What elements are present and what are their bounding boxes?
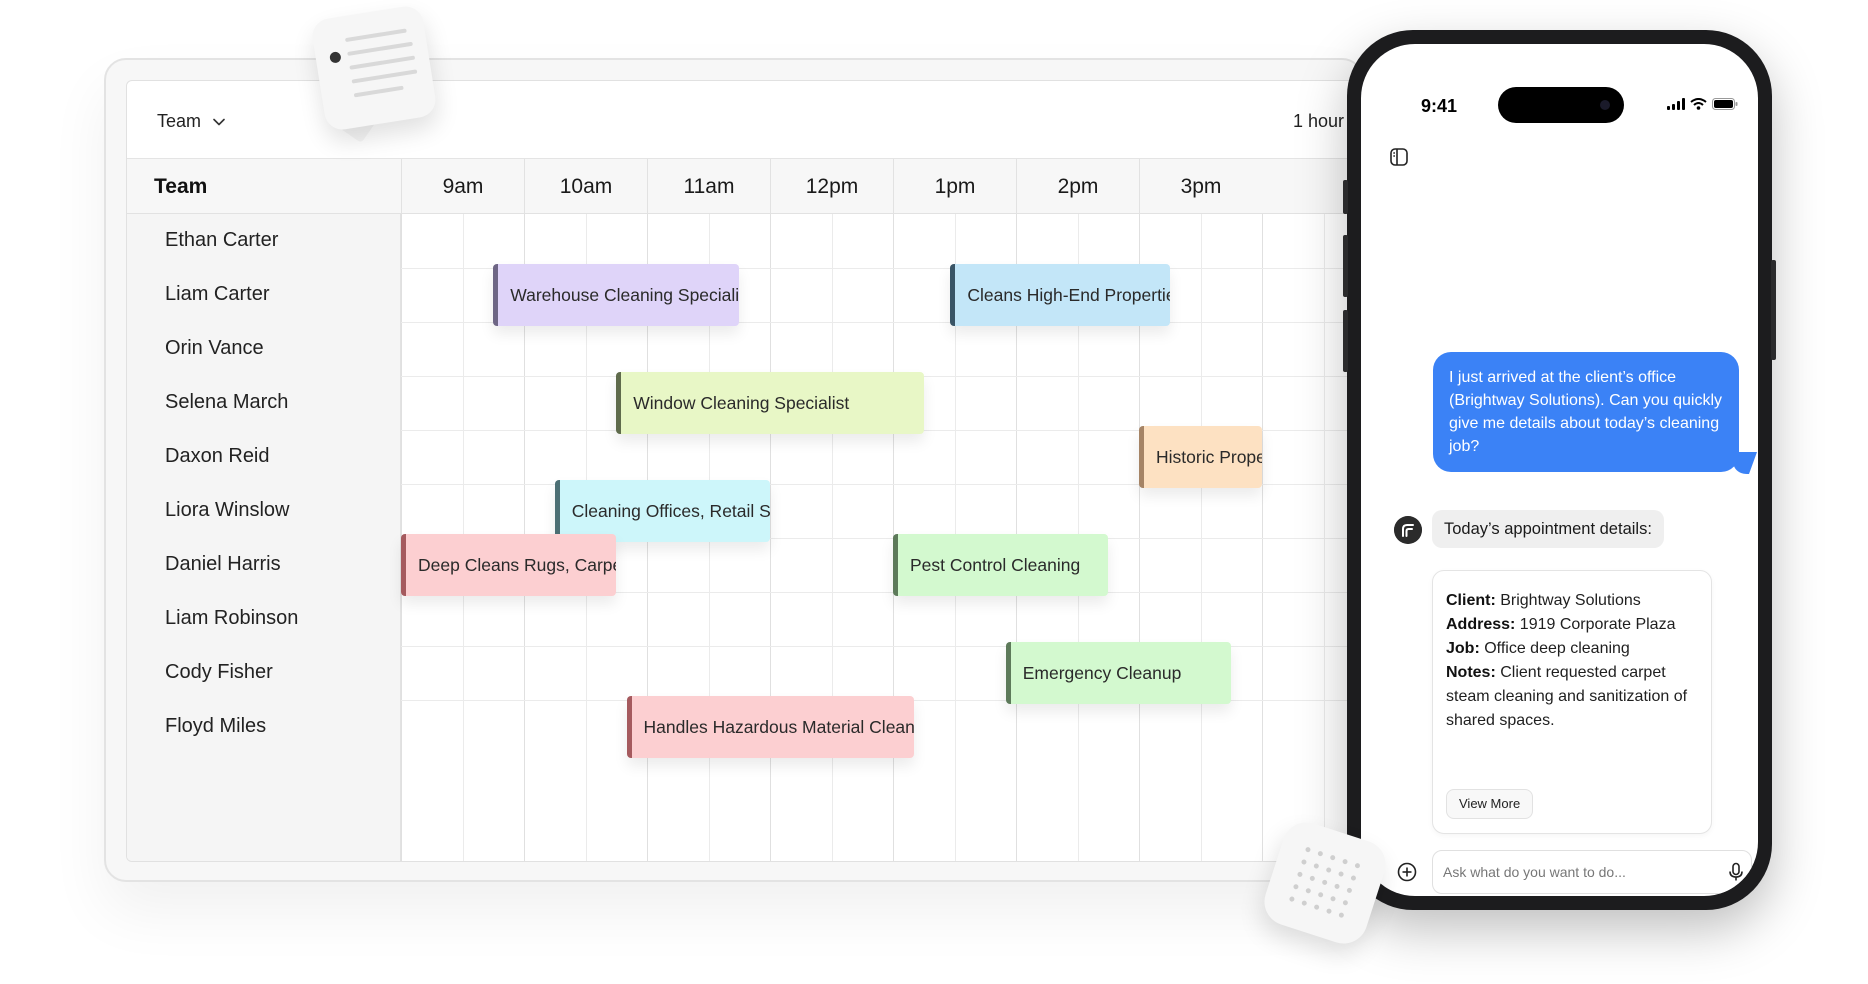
status-time: 9:41 (1421, 96, 1458, 116)
detail-value: 1919 Corporate Plaza (1515, 616, 1676, 633)
schedule-event[interactable]: Pest Control Cleaning (893, 534, 1109, 596)
view-more-button[interactable]: View More (1446, 789, 1534, 819)
chat-input[interactable] (1432, 850, 1752, 894)
time-column-header: 3pm (1180, 175, 1222, 198)
microphone-icon[interactable] (1727, 862, 1745, 882)
team-member-name: Ethan Carter (165, 229, 279, 251)
team-member-name: Floyd Miles (165, 715, 267, 737)
chevron-down-icon (213, 118, 225, 125)
time-header-row: Team 9am 10am 11am 12pm 1pm 2pm 3pm (127, 159, 1355, 214)
add-attachment-icon[interactable] (1397, 862, 1417, 882)
detail-value: Client requested carpet steam cleaning a… (1446, 664, 1688, 729)
user-message-bubble: I just arrived at the client’s office (B… (1433, 352, 1739, 472)
team-member-name: Orin Vance (165, 337, 264, 359)
team-member-name: Daniel Harris (165, 553, 281, 575)
time-column-header: 11am (683, 175, 735, 198)
detail-line: Notes: Client requested carpet steam cle… (1446, 661, 1698, 733)
detail-line: Address: 1919 Corporate Plaza (1446, 613, 1698, 637)
detail-key: Client: (1446, 592, 1496, 609)
team-member-name: Cody Fisher (165, 661, 273, 683)
schedule-event[interactable]: Cleans High-End Properties (950, 264, 1170, 326)
time-column-header: 1pm (934, 175, 976, 198)
scheduler-toolbar: Team 1 hour (127, 81, 1355, 159)
team-member-name: Liam Robinson (165, 607, 299, 629)
team-member-name: Liam Carter (165, 283, 270, 305)
time-column-header: 12pm (805, 175, 859, 198)
team-member-name: Daxon Reid (165, 445, 270, 467)
team-filter-dropdown[interactable]: Team (157, 111, 225, 132)
team-member-name: Selena March (165, 391, 289, 413)
detail-line: Job: Office deep cleaning (1446, 637, 1698, 661)
status-icons (1667, 98, 1738, 110)
note-icon (309, 3, 439, 133)
dynamic-island (1498, 87, 1624, 123)
wifi-icon (1690, 98, 1707, 110)
schedule-event[interactable]: Cleaning Offices, Retail Spaces (554, 480, 770, 542)
header-team-label: Team (154, 175, 208, 198)
schedule-event[interactable]: Historic Properties (1139, 426, 1262, 488)
time-column-header: 2pm (1057, 175, 1099, 198)
sidebar-toggle-icon[interactable] (1389, 147, 1409, 167)
schedule-event[interactable]: Window Cleaning Specialist (616, 372, 924, 434)
schedule-event[interactable]: Handles Hazardous Material Cleanup (626, 696, 914, 758)
detail-key: Notes: (1446, 664, 1496, 681)
schedule-event[interactable]: Emergency Cleanup (1005, 642, 1232, 704)
detail-value: Brightway Solutions (1495, 592, 1641, 609)
interval-selector[interactable]: 1 hour (1293, 111, 1345, 131)
detail-value: Office deep cleaning (1479, 640, 1630, 657)
detail-key: Job: (1446, 640, 1480, 657)
assistant-avatar-icon (1394, 516, 1422, 544)
schedule-event[interactable]: Warehouse Cleaning Specialist (493, 264, 740, 326)
assistant-message-chip: Today’s appointment details: (1432, 510, 1664, 548)
team-filter-label: Team (157, 111, 202, 131)
signal-icon (1667, 98, 1685, 110)
time-column-header: 9am (442, 175, 484, 198)
detail-line: Client: Brightway Solutions (1446, 589, 1698, 613)
schedule-event[interactable]: Deep Cleans Rugs, Carpets (401, 534, 617, 596)
phone-device: 9:41 I just arrived at (1343, 30, 1776, 910)
time-column-header: 10am (559, 175, 613, 198)
scheduler-panel: Team 1 hour Team 9am 10am 11am 12pm 1pm 2pm 3p… (126, 80, 1356, 862)
team-member-name: Liora Winslow (165, 499, 290, 521)
phone-screen: 9:41 I just arrived at (1361, 44, 1758, 896)
schedule-grid: Warehouse Cleaning Specialist Cleans High… (401, 214, 1355, 861)
detail-key: Address: (1446, 616, 1516, 633)
battery-icon (1712, 98, 1738, 110)
